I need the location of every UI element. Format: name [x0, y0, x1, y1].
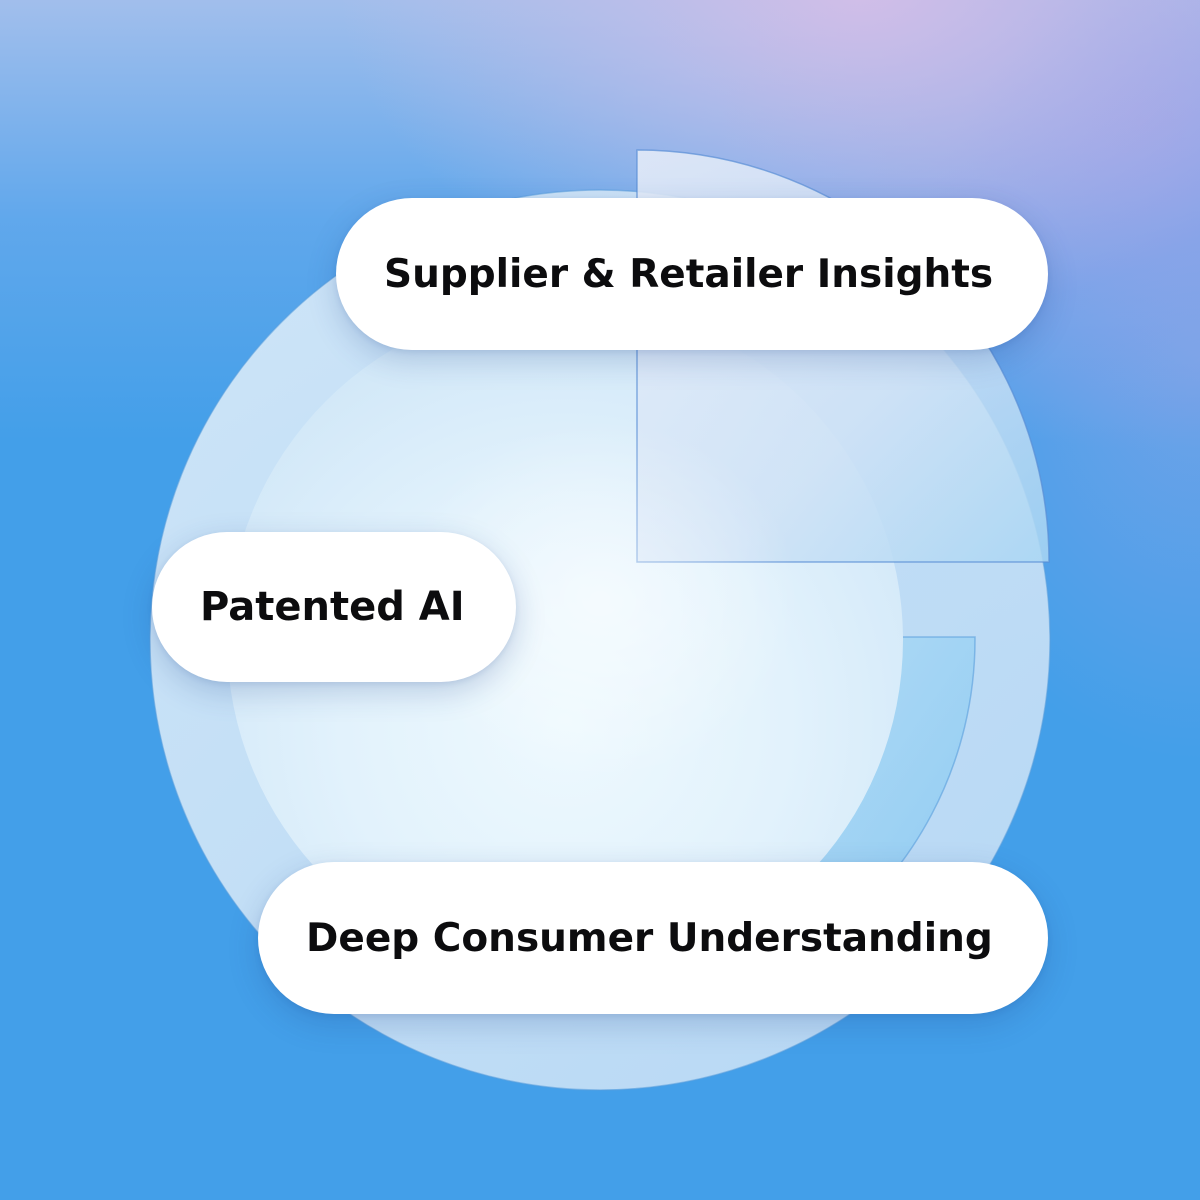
deep-consumer-pill: Deep Consumer Understanding [258, 862, 1048, 1014]
patented-ai-label: Patented AI [200, 584, 465, 630]
deep-consumer-label: Deep Consumer Understanding [306, 915, 993, 961]
supplier-retailer-pill: Supplier & Retailer Insights [336, 198, 1048, 350]
supplier-retailer-label: Supplier & Retailer Insights [384, 251, 994, 297]
center-glow [400, 420, 800, 780]
patented-ai-pill: Patented AI [152, 532, 516, 682]
